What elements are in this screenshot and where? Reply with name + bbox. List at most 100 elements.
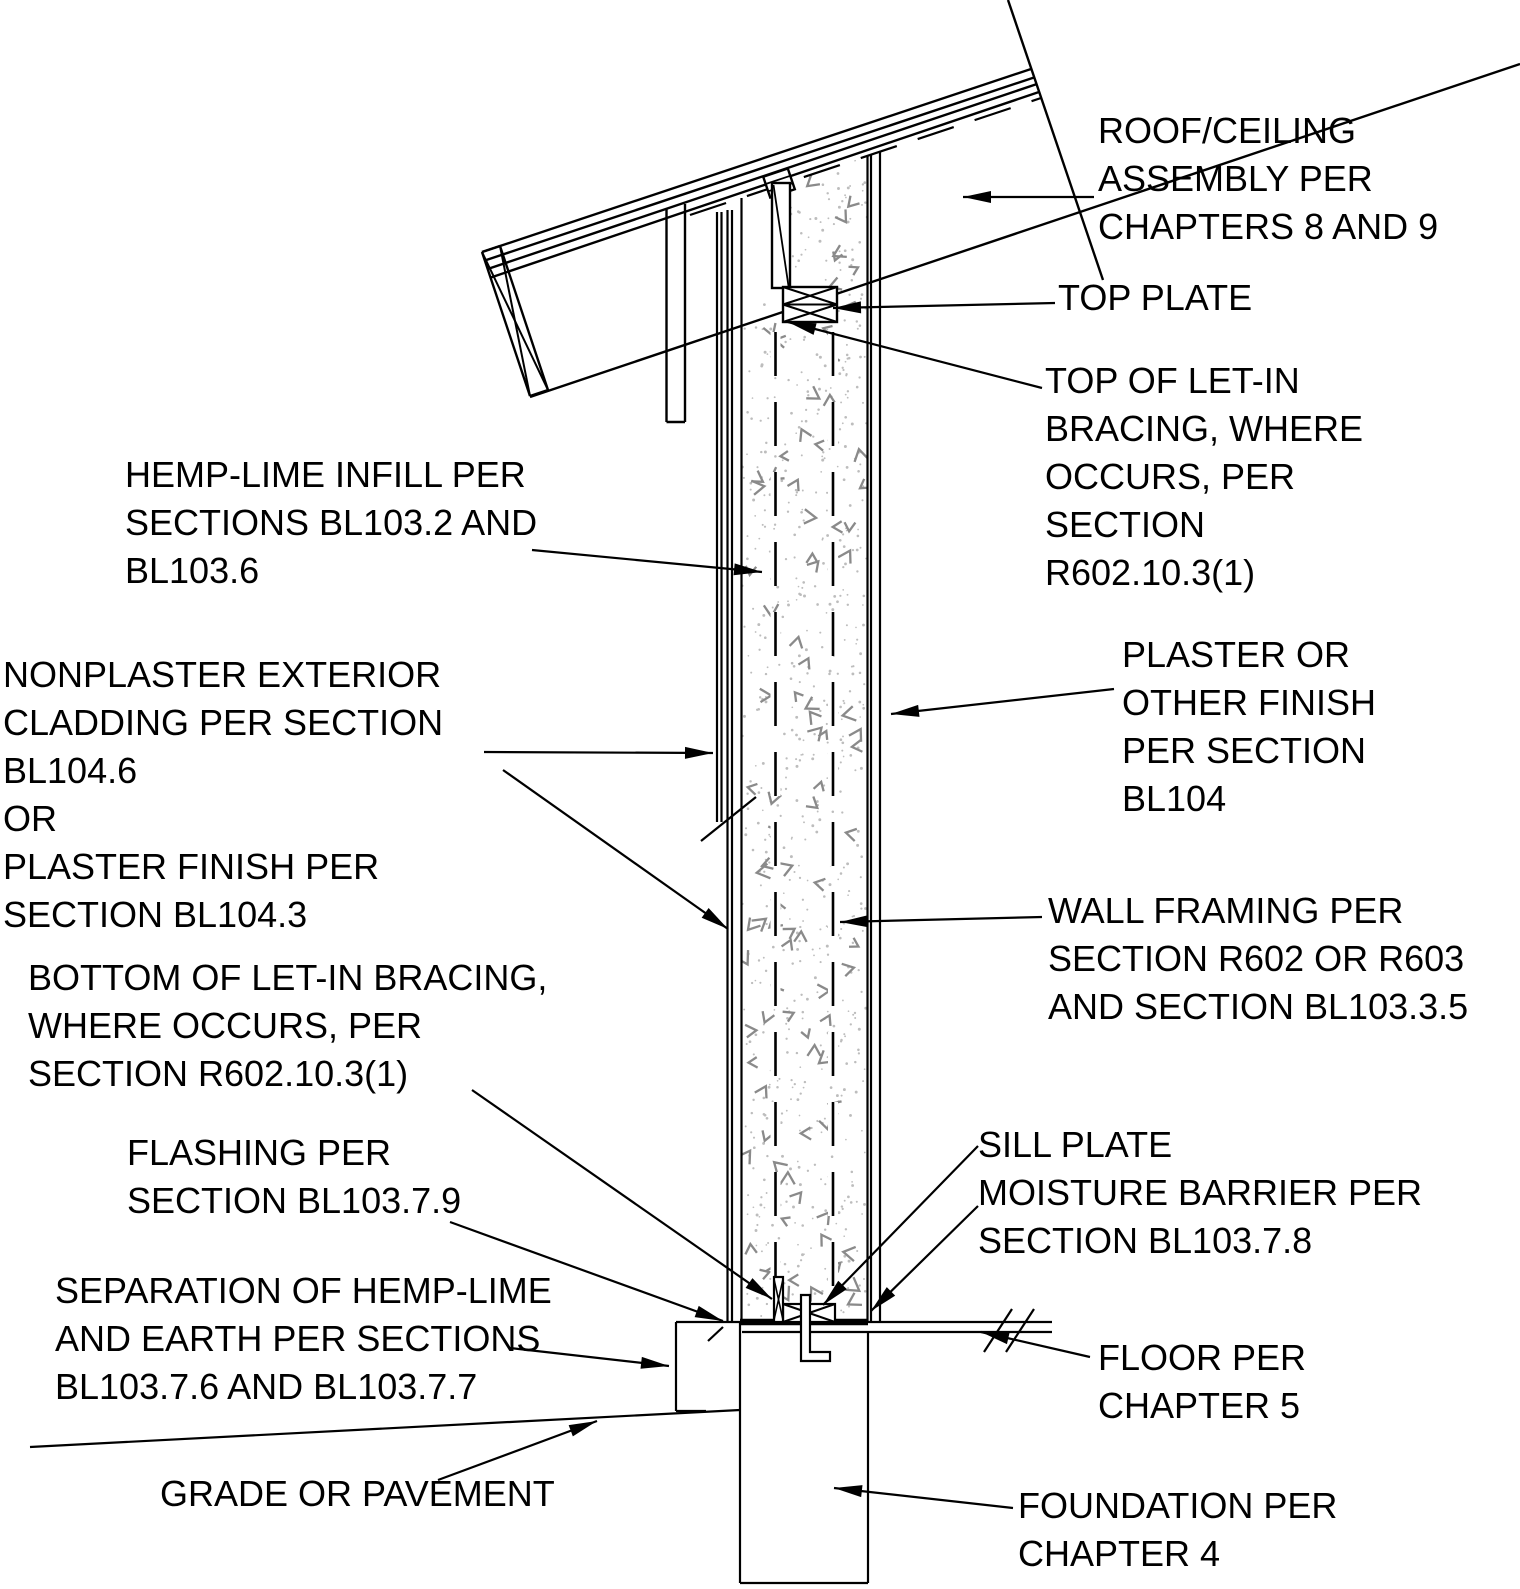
stipple-dot <box>763 450 767 454</box>
label-line: SILL PLATE <box>978 1124 1173 1165</box>
stipple-dot <box>847 356 851 360</box>
stipple-dot <box>761 523 764 526</box>
stipple-dot <box>746 156 749 157</box>
stipple-dot <box>795 764 799 768</box>
stipple-dot <box>798 1183 802 1187</box>
flashing-break-tick <box>707 1326 724 1342</box>
stipple-dot <box>763 525 767 528</box>
stipple-dot <box>787 600 789 603</box>
stipple-dot <box>800 993 803 996</box>
stipple-dot <box>854 1090 858 1094</box>
stipple-dot <box>751 848 755 852</box>
stipple-dot <box>852 914 856 918</box>
stipple-chevron-mark <box>741 950 750 967</box>
floor-break-slash <box>1005 1308 1035 1353</box>
stipple-dot <box>784 787 788 791</box>
stipple-dot <box>840 1038 843 1042</box>
stipple-dot <box>795 931 799 935</box>
stipple-dot <box>826 741 829 744</box>
stipple-dot <box>820 1178 822 1181</box>
stipple-chevron-mark <box>778 861 795 877</box>
stipple-dot <box>795 758 798 761</box>
stipple-dot <box>802 739 805 742</box>
stipple-dot <box>755 1213 759 1217</box>
stipple-dot <box>860 907 863 910</box>
stipple-dot <box>837 205 841 209</box>
wall-framing-studs <box>770 332 838 1300</box>
label-top-plate: TOP PLATE <box>1058 274 1252 322</box>
roof-sheathing-line <box>481 67 1032 254</box>
stipple-dot <box>776 585 780 589</box>
leader-separation <box>509 1346 670 1369</box>
stipple-dot <box>840 401 843 404</box>
stipple-chevron-mark <box>845 300 857 312</box>
stipple-dot <box>746 535 749 538</box>
stipple-dot <box>840 718 843 721</box>
label-line: AND EARTH PER SECTIONS <box>55 1318 541 1359</box>
stipple-dot <box>771 1223 774 1227</box>
stipple-dot <box>833 594 837 598</box>
stipple-dot <box>828 602 832 606</box>
stipple-chevron-mark <box>746 917 761 932</box>
stipple-dot <box>849 185 852 187</box>
stipple-chevron-mark <box>834 209 848 225</box>
stipple-dot <box>752 1146 756 1150</box>
label-line: FLOOR PER <box>1098 1337 1307 1378</box>
stipple-chevron-mark <box>805 174 821 188</box>
stipple-dot <box>861 499 864 502</box>
label-line: AND SECTION BL103.3.5 <box>1048 986 1469 1027</box>
stipple-dot <box>845 372 848 376</box>
stipple-dot <box>782 892 785 895</box>
stipple-dot <box>795 491 799 494</box>
stipple-dot <box>798 525 801 529</box>
stipple-dot <box>759 981 762 984</box>
stipple-dot <box>851 549 855 552</box>
stipple-dot <box>801 898 805 901</box>
stipple-dot <box>796 384 798 386</box>
stipple-dot <box>826 328 829 331</box>
stipple-dot <box>856 829 860 833</box>
stipple-dot <box>844 393 847 396</box>
leader-grade <box>437 1419 598 1482</box>
stipple-dot <box>821 183 825 186</box>
stipple-dot <box>820 471 823 473</box>
label-line: PLASTER FINISH PER <box>3 846 380 887</box>
label-line: ASSEMBLY PER <box>1098 158 1373 199</box>
stipple-dot <box>815 353 819 356</box>
stipple-chevron-mark <box>853 447 868 463</box>
stipple-dot <box>800 149 803 152</box>
stipple-dot <box>845 343 848 346</box>
stipple-dot <box>846 220 850 224</box>
grade-line <box>29 1408 741 1449</box>
stipple-dot <box>842 533 845 536</box>
stipple-dot <box>841 200 844 203</box>
stipple-dot <box>836 672 839 675</box>
stipple-dot <box>859 902 863 905</box>
stipple-dot <box>816 810 819 813</box>
stipple-dot <box>851 672 855 676</box>
stipple-dot <box>839 594 842 597</box>
stipple-dot <box>787 378 790 382</box>
stipple-dot <box>769 1277 772 1280</box>
stipple-dot <box>848 690 852 693</box>
stipple-dot <box>767 417 770 420</box>
stipple-dot <box>788 878 791 881</box>
stipple-dot <box>824 1183 827 1186</box>
stipple-dot <box>792 664 796 668</box>
leader-flashing <box>449 1220 724 1323</box>
stipple-dot <box>799 959 802 963</box>
stipple-dot <box>799 1092 802 1095</box>
stipple-dot <box>850 1170 854 1174</box>
stipple-dot <box>789 855 793 859</box>
stipple-dot <box>847 1259 851 1263</box>
stipple-dot <box>785 757 788 760</box>
stipple-dot <box>853 1011 857 1015</box>
stipple-dot <box>802 519 805 522</box>
stipple-dot <box>800 454 803 457</box>
stipple-dot <box>863 1202 866 1206</box>
stipple-chevron-mark <box>800 1028 811 1040</box>
stipple-dot <box>765 1192 768 1194</box>
stipple-dot <box>786 510 790 513</box>
